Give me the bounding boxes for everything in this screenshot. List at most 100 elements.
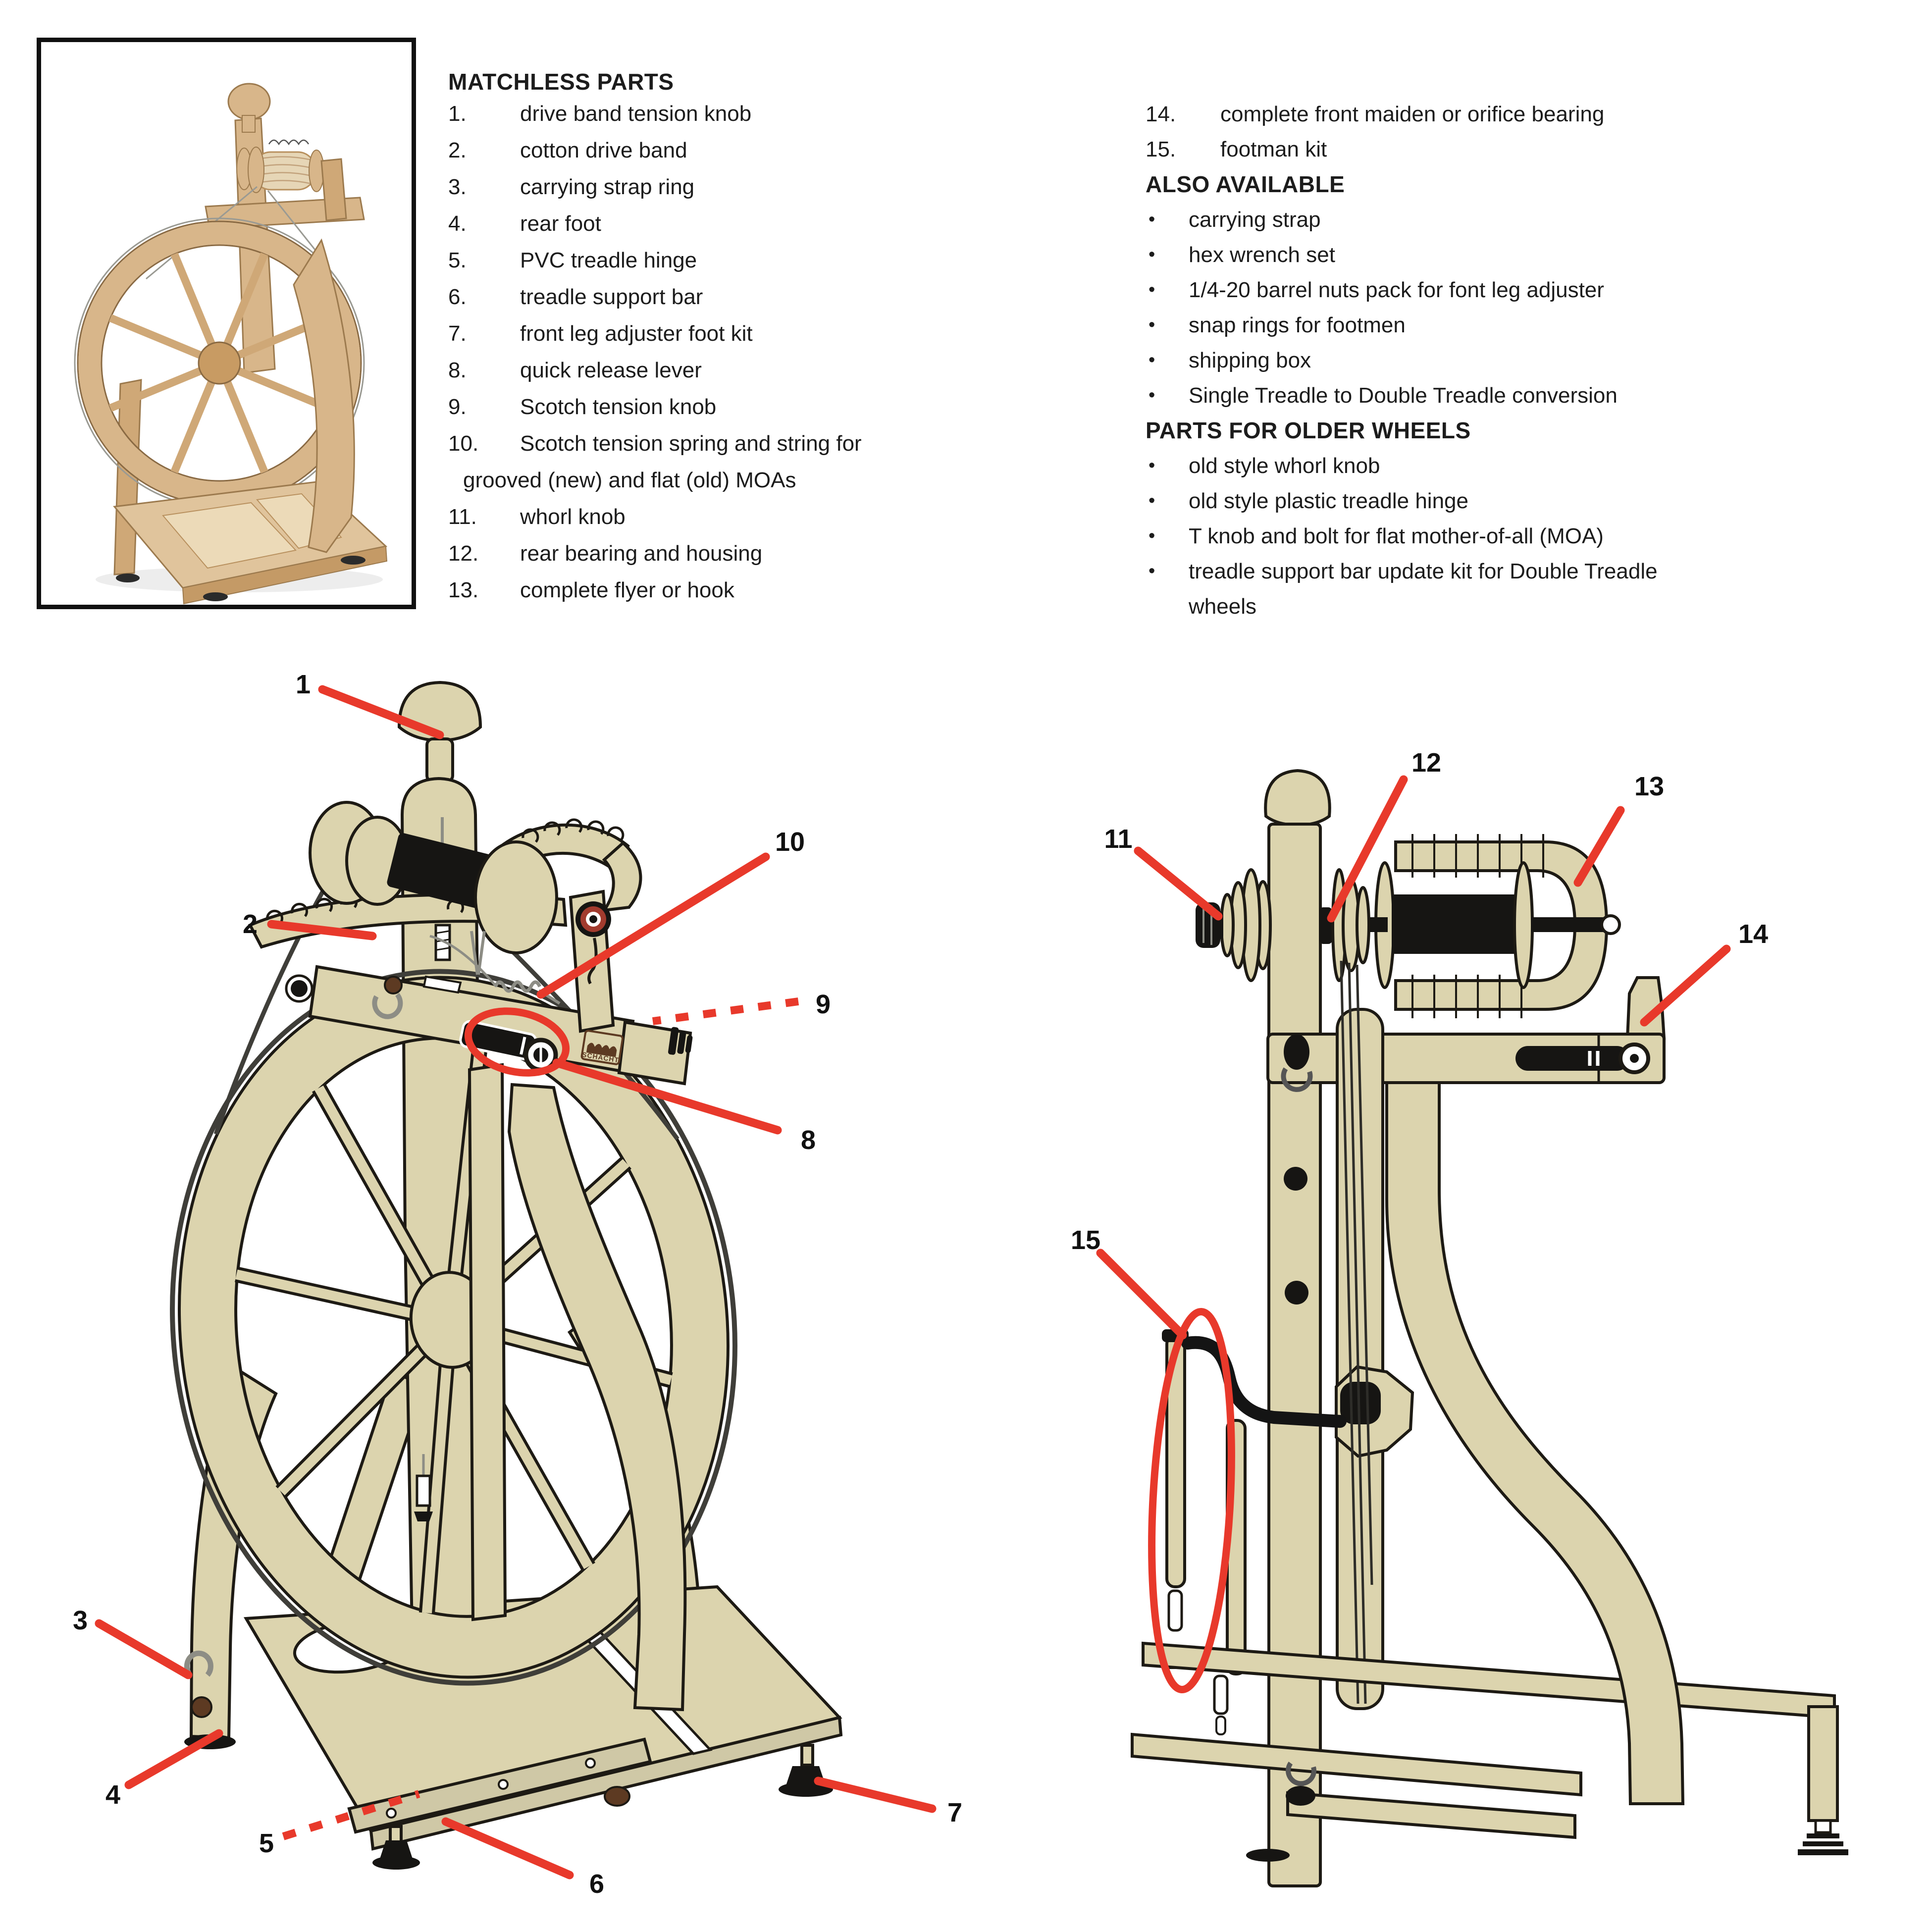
bullet-text: Single Treadle to Double Treadle convers…	[1189, 383, 1618, 408]
row-text: complete flyer or hook	[520, 578, 734, 602]
bullet-icon: •	[1149, 385, 1155, 406]
parts-diagrams: SCHACHT 1 2 3 4	[73, 670, 1848, 1899]
bullet-text: snap rings for footmen	[1189, 313, 1406, 337]
list-row: 15. footman kit	[1146, 132, 1770, 167]
bullet-item: • shipping box	[1146, 343, 1714, 378]
row-number: 9.	[448, 395, 467, 419]
bullet-icon: •	[1149, 490, 1155, 511]
bullet-text: old style whorl knob	[1189, 454, 1380, 478]
row-text: footman kit	[1220, 137, 1327, 161]
row-number: 15.	[1146, 137, 1176, 161]
red-oval-footman	[1148, 1308, 1235, 1693]
row-text: complete front maiden or orifice bearing	[1220, 102, 1605, 126]
list-row: 8. quick release lever	[448, 352, 1181, 389]
leg-adjuster-foot-part	[1798, 1833, 1848, 1855]
right-parts-column: 14. complete front maiden or orifice bear…	[1146, 97, 1770, 624]
callout-number-3: 3	[73, 1606, 88, 1635]
row-text: carrying strap ring	[520, 175, 695, 199]
row-number: 14.	[1146, 102, 1176, 126]
list-row: 12.rear bearing and housing	[448, 535, 1181, 572]
scotch-tension-knob-part	[668, 1027, 693, 1055]
bullet-icon: •	[1149, 561, 1155, 581]
callout-number-5: 5	[259, 1828, 274, 1858]
bullet-item: •old style whorl knob	[1146, 448, 1714, 483]
list-row: 10. Scotch tension spring and string for	[448, 425, 1181, 462]
front-foot-part	[779, 1782, 833, 1797]
matchless-parts-list: 1. drive band tension knob 2. cotton drive…	[448, 96, 1181, 609]
product-photo-box	[37, 38, 416, 609]
callout-number-14: 14	[1738, 919, 1768, 949]
row-text: front leg adjuster foot kit	[520, 321, 753, 346]
row-number: 6.	[448, 285, 467, 309]
bullet-item: • Single Treadle to Double Treadle conver…	[1146, 378, 1714, 413]
row-number: 10.	[448, 431, 479, 456]
callout-number-2: 2	[243, 909, 258, 939]
bullet-text: old style plastic treadle hinge	[1189, 489, 1468, 513]
callout-number-4: 4	[105, 1780, 120, 1810]
carrying-strap-ring-part	[184, 1650, 213, 1677]
row-number: 2.	[448, 138, 467, 162]
list-row: 7. front leg adjuster foot kit	[448, 315, 1181, 352]
row-number: 7.	[448, 321, 467, 346]
row-number: 13.	[448, 578, 479, 602]
bullet-text: shipping box	[1189, 348, 1311, 372]
bullet-icon: •	[1149, 244, 1155, 265]
bullet-text: 1/4-20 barrel nuts pack for font leg adj…	[1189, 278, 1604, 302]
bullet-item: • hex wrench set	[1146, 237, 1714, 272]
list-row: 9. Scotch tension knob	[448, 389, 1181, 425]
bullet-icon: •	[1149, 350, 1155, 370]
red-circle-quick-release	[464, 1007, 570, 1077]
row-number: 1.	[448, 102, 467, 126]
bullet-item: • treadle support bar update kit for Doub…	[1146, 554, 1714, 624]
diagram-side-view	[1131, 769, 1848, 1887]
row-text: Scotch tension knob	[520, 395, 717, 419]
callout-lines-side	[1096, 775, 1731, 1340]
row-text: grooved (new) and flat (old) MOAs	[463, 468, 796, 492]
row-number: 12.	[448, 541, 479, 566]
list-row: 13. complete flyer or hook	[448, 572, 1181, 609]
diagram-front-view: SCHACHT	[170, 680, 843, 1870]
row-number: 5.	[448, 248, 467, 272]
bullet-icon: •	[1149, 279, 1155, 300]
bullet-item: • snap rings for footmen	[1146, 308, 1714, 343]
side-tension-knob-part	[1264, 769, 1331, 827]
row-text: Scotch tension spring and string for	[520, 431, 862, 456]
row-text: drive band tension knob	[520, 102, 752, 126]
list-row: 14. complete front maiden or orifice bear…	[1146, 97, 1770, 132]
bullet-item: • old style plastic treadle hinge	[1146, 483, 1714, 519]
scotch-tension-spring-part	[493, 980, 542, 993]
bullet-icon: •	[1149, 525, 1155, 546]
list-row: 11. whorl knob	[448, 499, 1181, 535]
row-number: 8.	[448, 358, 467, 382]
row-text: whorl knob	[520, 505, 626, 529]
list-row: 2. cotton drive band	[448, 132, 1181, 169]
bullet-text: carrying strap	[1189, 208, 1321, 232]
also-available-header: ALSO AVAILABLE	[1146, 171, 1345, 197]
row-text: quick release lever	[520, 358, 702, 382]
row-number: 11.	[448, 505, 477, 529]
flyer-part	[1394, 840, 1609, 1011]
callout-number-13: 13	[1634, 772, 1664, 801]
callout-lines-front	[95, 685, 937, 1880]
bullet-icon: •	[1149, 209, 1155, 230]
product-photo-illustration	[74, 83, 388, 605]
bullet-icon: •	[1149, 314, 1155, 335]
bullet-text: T knob and bolt for flat mother-of-all (…	[1189, 524, 1604, 548]
list-row: 3.carrying strap ring	[448, 169, 1181, 206]
callout-numbers-side: 11 12 13 14 15	[1071, 748, 1768, 1255]
row-text: cotton drive band	[520, 138, 687, 162]
row-number: 4.	[448, 211, 467, 236]
bullet-text: hex wrench set	[1189, 243, 1335, 267]
list-row-continuation: grooved (new) and flat (old) MOAs	[448, 462, 1181, 499]
bullet-text: treadle support bar update kit for Doubl…	[1189, 559, 1658, 619]
callout-number-7: 7	[947, 1798, 962, 1828]
callout-number-8: 8	[801, 1125, 816, 1155]
bullet-item: • carrying strap	[1146, 202, 1714, 237]
callout-number-10: 10	[775, 827, 805, 857]
callout-number-6: 6	[589, 1869, 604, 1899]
schacht-logo: SCHACHT	[580, 1030, 624, 1065]
bullet-item: • T knob and bolt for flat mother-of-all …	[1146, 519, 1714, 554]
callout-numbers-front: 1 2 3 4 5 6 7 8 9 10	[73, 670, 962, 1899]
callout-number-12: 12	[1411, 748, 1441, 778]
